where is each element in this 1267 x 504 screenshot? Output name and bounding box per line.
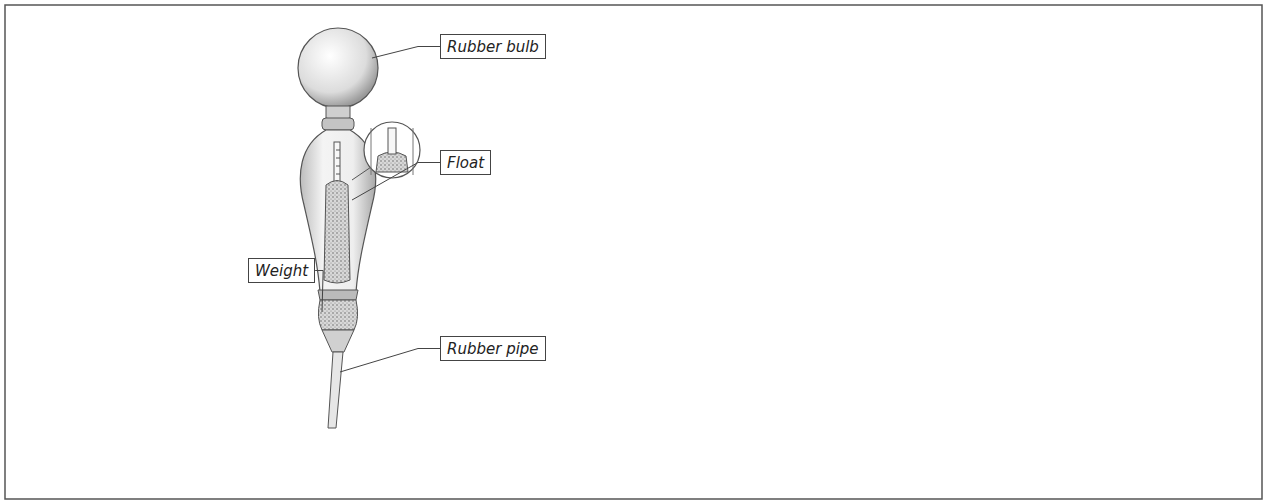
float xyxy=(324,181,350,284)
leader-line xyxy=(315,271,323,313)
label-text: Weight xyxy=(255,262,308,280)
frame xyxy=(5,5,1262,499)
rubber-pipe xyxy=(328,352,343,428)
leader-line xyxy=(352,163,440,201)
nozzle xyxy=(322,330,354,352)
zoom-glass xyxy=(371,128,413,175)
rubber-bulb xyxy=(298,28,378,108)
label-text: Rubber bulb xyxy=(447,38,539,56)
zoom-float xyxy=(376,152,408,172)
part-label: Weight xyxy=(248,258,315,283)
zoom-circle xyxy=(364,122,420,178)
float-stem xyxy=(334,142,340,182)
label-text: Float xyxy=(447,154,484,172)
bulb-collar xyxy=(322,118,354,130)
leader-line xyxy=(340,349,440,373)
weight xyxy=(318,300,357,330)
label-text: Rubber pipe xyxy=(447,340,539,358)
part-label: Rubber bulb xyxy=(440,34,546,59)
collar xyxy=(318,290,358,300)
float-scale xyxy=(336,150,340,174)
part-label: Float xyxy=(440,150,491,175)
zoom-stem xyxy=(388,128,396,154)
part-label: Rubber pipe xyxy=(440,336,546,361)
leader-line xyxy=(372,47,440,59)
